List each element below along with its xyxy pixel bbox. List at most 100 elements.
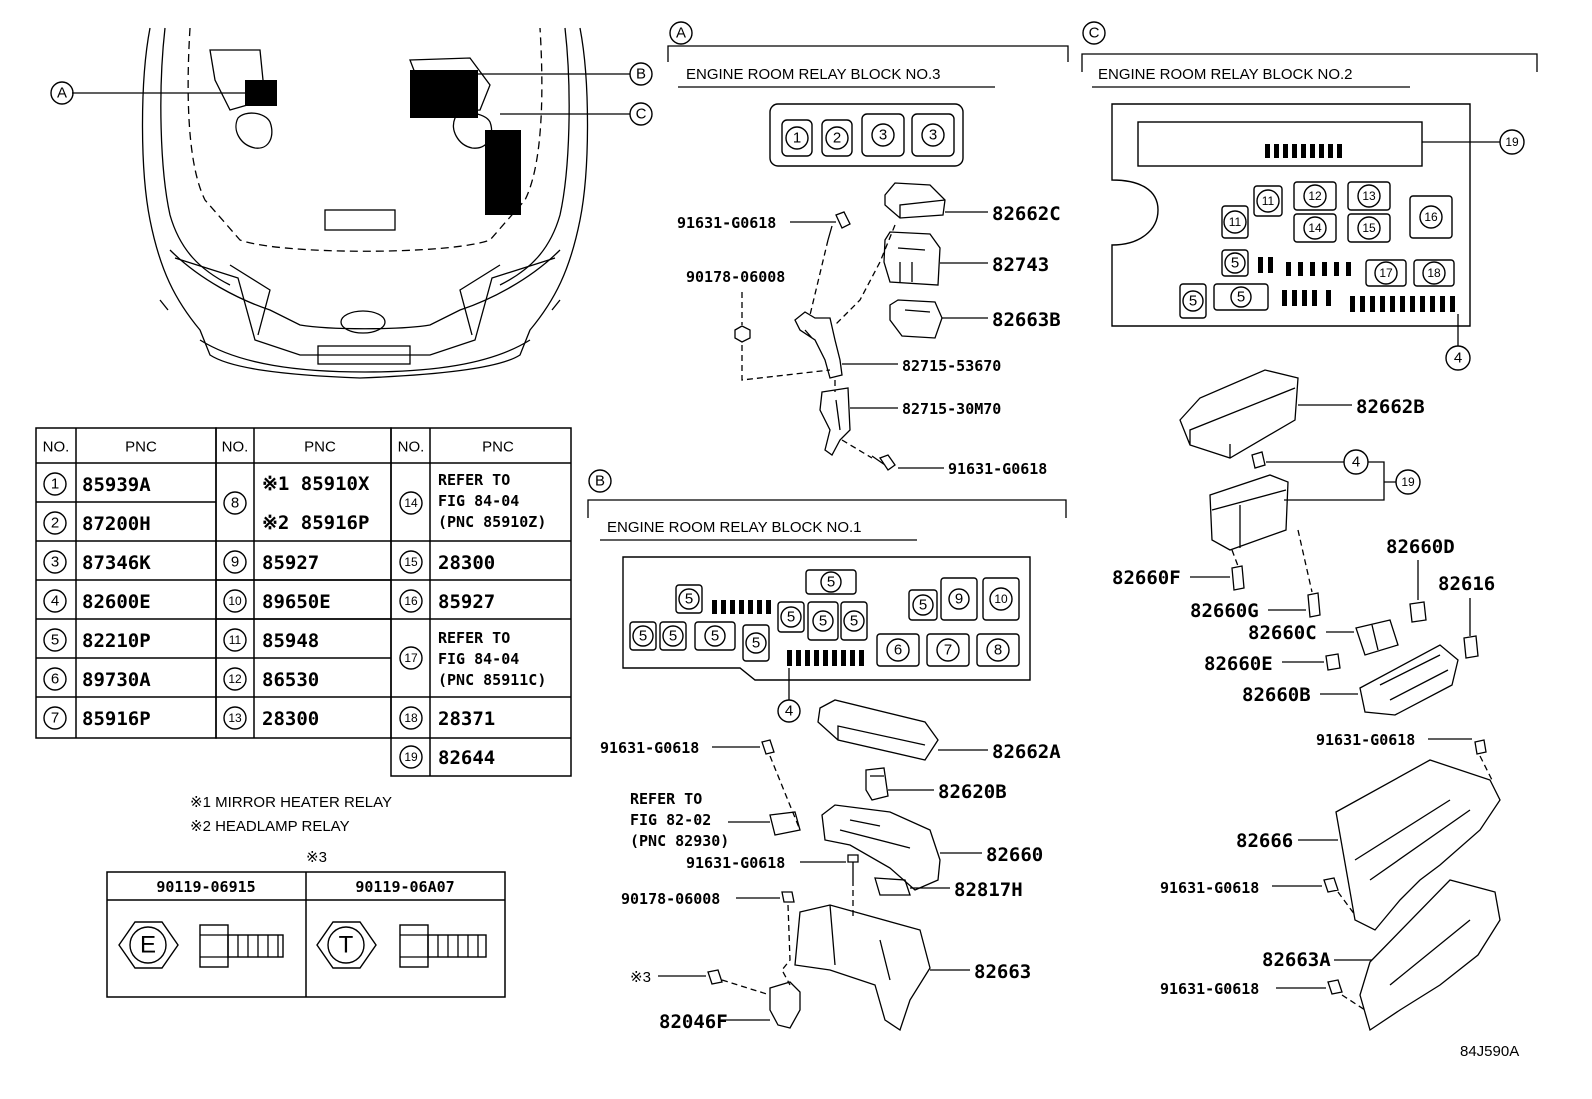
part-82666: 82666: [1236, 830, 1293, 852]
row-no: 19: [404, 750, 418, 764]
svg-text:8: 8: [994, 642, 1002, 659]
svg-text:19: 19: [1505, 135, 1519, 149]
row-pnc: ※1 85910X: [262, 473, 370, 495]
part-82663b: 82663B: [992, 309, 1061, 331]
row-no: 13: [228, 711, 242, 725]
part-91631-b-a: 91631-G0618: [600, 739, 699, 757]
section-b-callout: B: [595, 473, 605, 490]
row-refer: FIG 84-04: [438, 492, 519, 510]
svg-text:16: 16: [1424, 210, 1438, 224]
row-pnc: 85927: [262, 552, 319, 574]
svg-text:5: 5: [711, 628, 719, 645]
row-pnc: 82600E: [82, 591, 151, 613]
part-82660f: 82660F: [1112, 567, 1181, 589]
part-82715-53670: 82715-53670: [902, 357, 1001, 375]
callout-b-label: B: [636, 66, 646, 83]
svg-text:5: 5: [1189, 293, 1197, 310]
svg-text:2: 2: [833, 130, 841, 147]
row-no: 3: [51, 554, 59, 571]
row-no: 15: [404, 555, 418, 569]
row-pnc: 28300: [262, 708, 319, 730]
th-no-2: NO.: [222, 439, 249, 456]
part-82743: 82743: [992, 254, 1049, 276]
fuse-row: [1258, 257, 1351, 276]
svg-text:4: 4: [785, 703, 793, 720]
block-a-title: ENGINE ROOM RELAY BLOCK NO.3: [686, 66, 941, 83]
part-90178-a: 90178-06008: [686, 268, 785, 286]
th-no-1: NO.: [43, 439, 70, 456]
svg-text:5: 5: [819, 613, 827, 630]
row-pnc: 87200H: [82, 513, 151, 535]
svg-text:5: 5: [752, 635, 760, 652]
row-pnc: ※2 85916P: [262, 512, 369, 534]
svg-text:5: 5: [685, 591, 693, 608]
row-no: 2: [51, 515, 59, 532]
svg-text:3: 3: [879, 127, 887, 144]
part-82660: 82660: [986, 844, 1043, 866]
part-82663: 82663: [974, 961, 1031, 983]
refer-b-2: FIG 82-02: [630, 811, 711, 829]
svg-text:9: 9: [955, 591, 963, 608]
row-pnc: 89730A: [82, 669, 151, 691]
svg-text:17: 17: [1379, 266, 1393, 280]
part-82715-30m70: 82715-30M70: [902, 400, 1001, 418]
part-82662a: 82662A: [992, 741, 1061, 763]
refer-b-3: (PNC 82930): [630, 832, 729, 850]
bolt-col-2: 90119-06A07: [355, 878, 454, 896]
svg-text:5: 5: [1237, 289, 1245, 306]
row-refer: REFER TO: [438, 471, 510, 489]
svg-text:11: 11: [1262, 194, 1275, 208]
row-no: 18: [404, 711, 418, 725]
row-no: 8: [231, 495, 239, 512]
part-91631-a-bot: 91631-G0618: [948, 460, 1047, 478]
row-pnc: 82210P: [82, 630, 151, 652]
block-b-title: ENGINE ROOM RELAY BLOCK NO.1: [607, 519, 862, 536]
part-82660d: 82660D: [1386, 536, 1455, 558]
svg-text:6: 6: [894, 642, 902, 659]
row-pnc: 89650E: [262, 591, 331, 613]
row-no: 9: [231, 554, 239, 571]
svg-text:10: 10: [994, 592, 1008, 606]
row-no: 14: [404, 496, 418, 510]
row-no: 7: [51, 710, 59, 727]
svg-text:11: 11: [1229, 215, 1242, 229]
svg-text:13: 13: [1362, 189, 1376, 203]
row-no: 16: [404, 594, 418, 608]
row-pnc: 82644: [438, 747, 495, 769]
part-91631-a-top: 91631-G0618: [677, 214, 776, 232]
row-no: 5: [51, 632, 59, 649]
fuse-row: [712, 600, 771, 614]
part-82660c: 82660C: [1248, 622, 1317, 644]
row-no: 10: [228, 594, 242, 608]
svg-text:7: 7: [944, 642, 952, 659]
row-refer: (PNC 85911C): [438, 671, 546, 689]
part-91631-c-c: 91631-G0618: [1160, 980, 1259, 998]
section-b: B ENGINE ROOM RELAY BLOCK NO.1 5 5 5 5 5…: [587, 469, 1067, 1033]
th-pnc-1: PNC: [125, 439, 157, 456]
svg-text:14: 14: [1308, 221, 1322, 235]
part-82662c: 82662C: [992, 203, 1061, 225]
row-no: 17: [404, 651, 418, 665]
note-3-ref: ※3: [630, 969, 651, 986]
section-a: A ENGINE ROOM RELAY BLOCK NO.3 1 2 3 3 8…: [667, 21, 1069, 478]
svg-text:5: 5: [850, 613, 858, 630]
part-82616: 82616: [1438, 573, 1495, 595]
svg-text:5: 5: [669, 628, 677, 645]
row-pnc: 85939A: [82, 474, 151, 496]
svg-text:5: 5: [787, 609, 795, 626]
row-pnc: 86530: [262, 669, 319, 691]
vehicle-front-view: A B C: [50, 27, 653, 379]
row-no: 12: [228, 672, 242, 686]
bolt-mark-e: E: [140, 932, 156, 959]
fuse-row: [787, 650, 864, 666]
section-c-callout: C: [1089, 25, 1100, 42]
part-82660g: 82660G: [1190, 600, 1259, 622]
th-pnc-3: PNC: [482, 439, 514, 456]
row-pnc: 28300: [438, 552, 495, 574]
svg-text:5: 5: [639, 628, 647, 645]
part-82620b: 82620B: [938, 781, 1007, 803]
row-no: 6: [51, 671, 59, 688]
part-82817h: 82817H: [954, 879, 1023, 901]
part-82660e: 82660E: [1204, 653, 1273, 675]
